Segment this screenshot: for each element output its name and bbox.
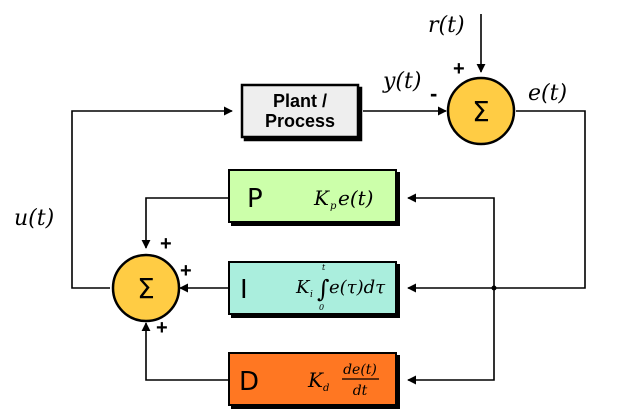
error-summing-junction[interactable]: Σ [446, 76, 516, 146]
i-letter: I [240, 275, 248, 305]
branch-junction [491, 285, 497, 291]
sign-reference-plus: + [453, 58, 465, 80]
control-signal-label: u(t) [14, 206, 54, 231]
p-term: e(t) [338, 186, 373, 210]
integral-sign: ∫ [317, 275, 330, 303]
i-block[interactable]: I K i ∫ t 0 e(τ)dτ [228, 261, 397, 315]
error-to-d-wire [407, 288, 495, 385]
i-term: e(τ)dτ [329, 277, 386, 298]
d-denominator: dt [353, 383, 368, 399]
p-letter: P [247, 184, 263, 214]
reference-signal-label: r(t) [428, 13, 465, 38]
sum-symbol-bottom: Σ [137, 272, 155, 305]
integral-lower-limit: 0 [319, 303, 324, 312]
i-gain: K [295, 277, 311, 298]
i-gain-subscript: i [310, 290, 313, 300]
p-gain: K [313, 186, 330, 210]
sign-i-plus: + [180, 260, 192, 282]
sum-symbol-top: Σ [472, 95, 490, 128]
p-gain-subscript: p [330, 201, 337, 212]
d-to-sum-wire [141, 322, 229, 381]
plant-block[interactable]: Plant / Process [240, 83, 360, 139]
plant-label-line1: Plant / [273, 91, 327, 111]
integral-upper-limit: t [322, 263, 326, 272]
control-wire [71, 106, 233, 289]
error-to-p-wire [407, 193, 495, 288]
p-block[interactable]: P K p e(t) [228, 169, 397, 223]
output-signal-label: y(t) [382, 69, 421, 94]
signal-wires [71, 14, 586, 385]
d-block[interactable]: D K d de(t) dt [228, 352, 397, 406]
d-gain-subscript: d [323, 383, 329, 394]
control-summing-junction[interactable]: Σ [111, 253, 181, 323]
sign-d-plus: + [156, 317, 168, 339]
sign-output-minus: - [430, 81, 437, 106]
d-letter: D [239, 367, 259, 397]
d-gain: K [307, 368, 324, 392]
p-to-sum-wire [141, 197, 229, 249]
d-numerator: de(t) [343, 362, 377, 378]
sign-p-plus: + [160, 233, 172, 255]
error-signal-label: e(t) [528, 81, 567, 106]
plant-label-line2: Process [265, 111, 335, 131]
